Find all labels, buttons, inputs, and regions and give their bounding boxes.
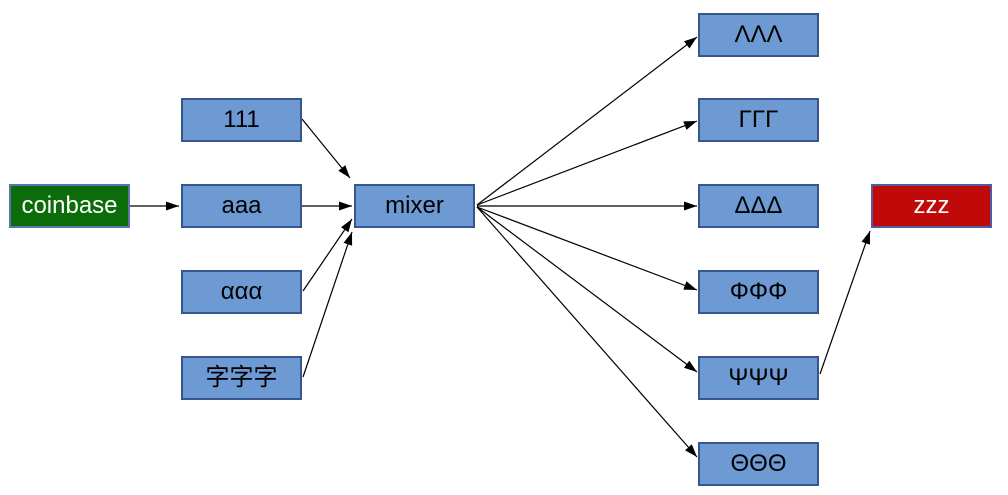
node-zzz: zzz [871,184,992,228]
node-coinbase: coinbase [9,184,130,228]
node-aaa: aaa [181,184,302,228]
node-ones: 111 [181,98,302,142]
node-psi: ΨΨΨ [698,356,819,400]
node-phi: ΦΦΦ [698,270,819,314]
edge-ones-mixer [301,118,351,179]
edge-group [130,36,871,458]
edge-hanzi-mixer [302,231,353,378]
node-alpha: ααα [181,270,302,314]
edge-alpha-mixer [302,218,353,292]
node-theta: ΘΘΘ [698,442,819,486]
node-gamma: ΓΓΓ [698,98,819,142]
edge-mixer-gamma [476,120,698,206]
node-lambda: ΛΛΛ [698,13,819,57]
node-mixer: mixer [354,184,475,228]
node-delta: ΔΔΔ [698,184,819,228]
edge-mixer-theta [476,206,698,458]
node-hanzi: 字字字 [181,356,302,400]
edge-mixer-lambda [476,36,698,206]
edge-psi-zzz [819,230,871,375]
edge-mixer-phi [476,206,698,291]
edge-mixer-psi [476,206,698,373]
